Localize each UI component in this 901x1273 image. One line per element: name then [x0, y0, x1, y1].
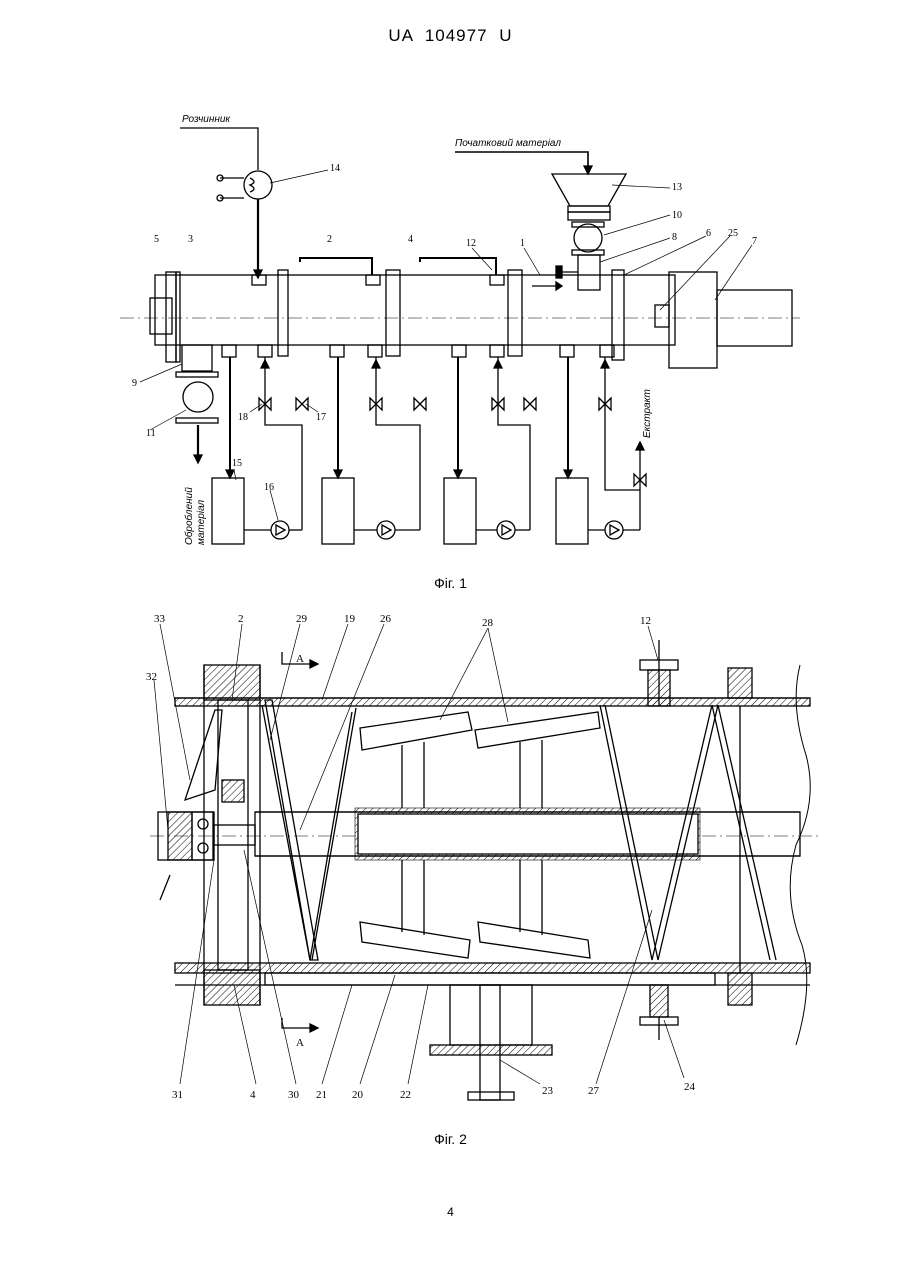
ref-10: 10 — [672, 210, 682, 221]
ref-18: 18 — [238, 412, 248, 423]
processed-material-label: Обробленийматеріал — [183, 487, 207, 545]
ref-17: 17 — [316, 412, 326, 423]
ref-19: 19 — [344, 613, 356, 625]
ref-27: 27 — [588, 1085, 600, 1097]
initial-material-label: Початковий матеріал — [455, 138, 561, 149]
ref-7: 7 — [752, 236, 757, 247]
ref-15: 15 — [232, 458, 242, 469]
ref-16: 16 — [264, 482, 274, 493]
ref-14: 14 — [330, 163, 340, 174]
page-number: 4 — [0, 1205, 901, 1219]
ref-11: 11 — [146, 428, 156, 439]
ref-12: 12 — [466, 238, 476, 249]
ref-32: 32 — [146, 671, 157, 683]
ref-3: 3 — [188, 234, 193, 245]
ref-24: 24 — [684, 1081, 696, 1093]
figure-2-diagram — [150, 624, 820, 1100]
ref-26: 26 — [380, 613, 392, 625]
ref-22: 22 — [400, 1089, 411, 1101]
ref-28: 28 — [482, 617, 494, 629]
ref-13: 13 — [672, 182, 682, 193]
ref-5: 5 — [154, 234, 159, 245]
ref-12-fig2: 12 — [640, 615, 651, 627]
ref-6: 6 — [706, 228, 711, 239]
solvent-label: Розчинник — [182, 114, 231, 125]
ref-2: 2 — [327, 234, 332, 245]
ref-23: 23 — [542, 1085, 554, 1097]
ref-31: 31 — [172, 1089, 183, 1101]
figure-1-diagram — [120, 128, 800, 544]
ref-33: 33 — [154, 613, 166, 625]
ref-8: 8 — [672, 232, 677, 243]
ref-21: 21 — [316, 1089, 327, 1101]
ref-1: 1 — [520, 238, 525, 249]
ref-4-fig2: 4 — [250, 1089, 256, 1101]
ref-20: 20 — [352, 1089, 364, 1101]
ref-2-fig2: 2 — [238, 613, 244, 625]
extract-label: Екстракт — [642, 389, 653, 438]
ref-25: 25 — [728, 228, 738, 239]
ref-30: 30 — [288, 1089, 300, 1101]
figure-1-caption: Фіг. 1 — [0, 575, 901, 591]
section-a-bottom: A — [296, 1037, 304, 1049]
figure-2-caption: Фіг. 2 — [0, 1131, 901, 1147]
ref-29: 29 — [296, 613, 308, 625]
ref-9: 9 — [132, 378, 137, 389]
section-a-top: A — [296, 653, 304, 665]
ref-4: 4 — [408, 234, 413, 245]
